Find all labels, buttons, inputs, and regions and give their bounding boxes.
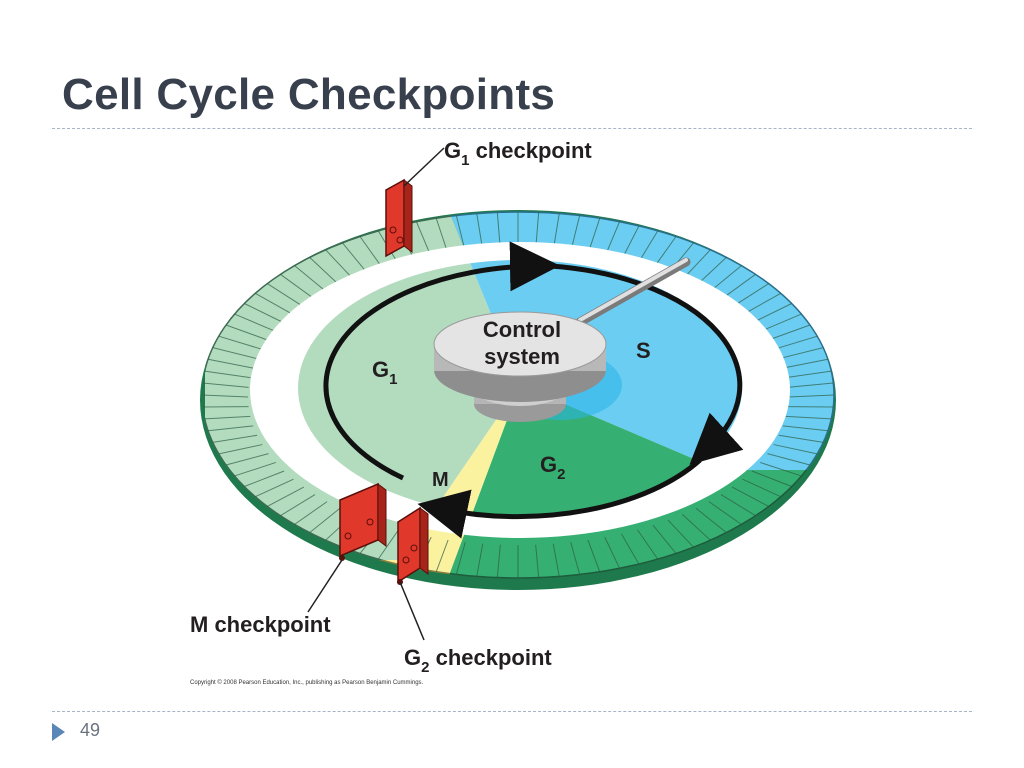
ring-segment-line — [782, 425, 828, 432]
ring-segment-line — [325, 249, 354, 280]
ring-segment-line — [204, 370, 251, 379]
ring-segment-line — [742, 478, 781, 498]
ring-segment-line — [234, 313, 277, 333]
ring-segment-line — [570, 542, 581, 575]
ring-segment-line — [234, 461, 276, 477]
ring-segment-line — [778, 347, 824, 360]
slide-title: Cell Cycle Checkpoints — [62, 70, 556, 119]
ring-segment-line — [751, 303, 792, 324]
ring-segment-line — [652, 524, 677, 554]
ring-segment-line — [455, 542, 466, 575]
s-arrow — [549, 263, 744, 465]
s-phase-label: S — [636, 338, 651, 363]
ring-segment-line — [773, 335, 818, 350]
g1-checkpoint-gate — [385, 178, 413, 258]
ring-segment-line — [785, 370, 832, 379]
ring-segment-line — [787, 394, 835, 398]
ring-segment-line — [773, 444, 818, 455]
g1-sector — [298, 260, 520, 516]
g2-checkpoint-label: G2 checkpoint — [404, 645, 552, 676]
ring-segment-line — [778, 434, 824, 443]
ring-segment-line — [782, 358, 829, 369]
m-checkpoint-label: M checkpoint — [190, 612, 331, 637]
ring-segment-line — [294, 265, 328, 293]
ring-segment-line — [785, 415, 832, 420]
ring-segment-line — [695, 507, 727, 533]
ring-segment-line — [202, 382, 249, 388]
ring-segment-line — [280, 494, 316, 517]
ring-segment-line — [244, 470, 285, 487]
ring-segment-line — [552, 543, 560, 577]
ring-segment-line — [342, 242, 369, 275]
ring-segment-line — [294, 501, 328, 525]
ring-segment-line — [637, 529, 659, 560]
ring-segment-line — [244, 303, 285, 324]
g1-checkpoint-label: G1 checkpoint — [444, 138, 592, 169]
ring-segment-line — [218, 335, 263, 350]
page-number: 49 — [80, 720, 101, 740]
ring-segment-line — [751, 470, 792, 487]
control-system: Control system — [433, 311, 607, 422]
m-checkpoint-gate — [339, 482, 387, 561]
footer-divider — [52, 711, 972, 712]
triangle-bullet-icon — [52, 723, 65, 741]
ring-segment-line — [212, 347, 258, 360]
ring-segment-line — [620, 533, 640, 565]
ring-segment-line — [682, 514, 711, 541]
ring-segment-line — [309, 507, 341, 533]
ring-segment-line — [667, 519, 694, 548]
ring-segment-lines — [201, 212, 835, 578]
cycle-arrows — [323, 241, 744, 539]
ring-segment-line — [207, 358, 254, 369]
ring-segment-line — [267, 486, 305, 507]
ring-segment-line — [767, 324, 811, 341]
g2-arrow — [417, 458, 702, 539]
ring-segment-line — [218, 444, 263, 455]
g2-phase-label: G2 — [540, 452, 565, 483]
copyright-notice: Copyright © 2008 Pearson Education, Inc.… — [190, 679, 424, 686]
control-label-line2: system — [484, 344, 560, 369]
ring-segment-line — [435, 539, 449, 572]
ring-segment-line — [359, 236, 384, 270]
ring-segment-line — [742, 292, 781, 316]
ring-segment-line — [760, 461, 802, 477]
ring-segment-line — [201, 394, 249, 398]
g2-checkpoint-gate — [397, 506, 429, 585]
ring-segment-line — [255, 478, 294, 498]
ring-segment-line — [225, 324, 269, 341]
g1-arrow — [323, 241, 560, 481]
ring-segment-line — [255, 292, 294, 316]
ring-segment-line — [731, 486, 769, 507]
ring-segment-line — [767, 453, 811, 466]
ring-segment-line — [587, 539, 601, 572]
leader-lines — [307, 147, 445, 641]
ring-segment-line — [267, 283, 305, 308]
ring-segment-line — [225, 453, 269, 466]
title-divider — [52, 128, 972, 129]
ring-segment-line — [604, 536, 621, 569]
ring-segment-line — [759, 313, 802, 333]
ring-segment-line — [377, 529, 399, 560]
control-label-line1: Control — [483, 317, 561, 342]
m-phase-label: M — [432, 469, 449, 491]
ring-segment-line — [535, 544, 540, 578]
ring-segment-line — [496, 544, 501, 578]
g1-phase-label: G1 — [372, 357, 397, 388]
ring-segment-line — [309, 257, 341, 287]
ring-segment-line — [476, 543, 484, 577]
ring-segment-line — [787, 382, 834, 388]
ring-segment-line — [708, 501, 742, 525]
ring-segment-line — [204, 415, 251, 420]
ring-segment-line — [720, 494, 756, 517]
ring-segment-line — [212, 434, 258, 443]
ring-segment-line — [208, 425, 254, 432]
ring-segment-line — [280, 273, 316, 300]
